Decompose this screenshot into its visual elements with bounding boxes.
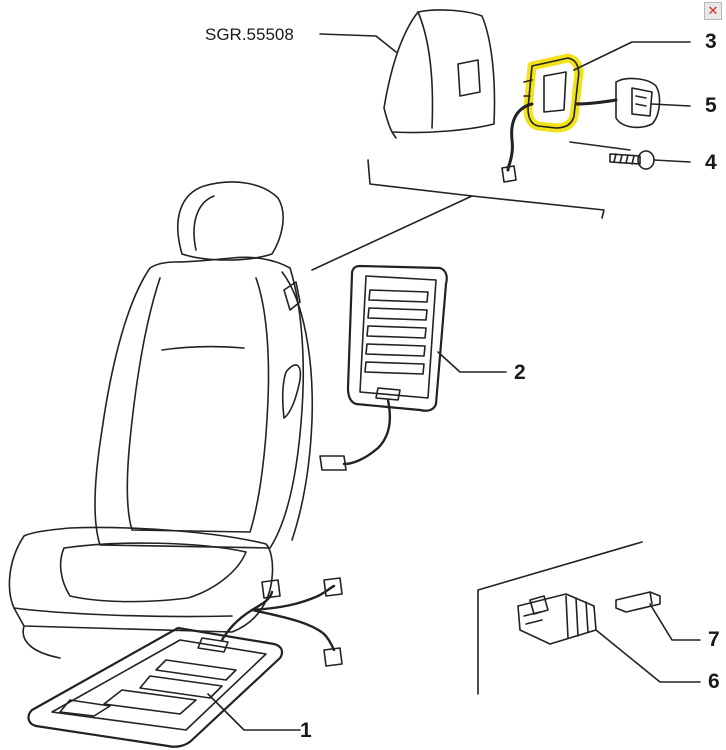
guide-line-c bbox=[569, 141, 631, 151]
callout-3[interactable]: 3 bbox=[705, 30, 717, 53]
part-5-face bbox=[631, 87, 653, 117]
part-3-face bbox=[543, 71, 567, 113]
seat-backrest-panel bbox=[126, 277, 270, 533]
harness-connector-c bbox=[323, 647, 343, 667]
seat-side-slot bbox=[281, 364, 302, 419]
callout-2[interactable]: 2 bbox=[514, 361, 526, 384]
part-1-heating-pad[interactable] bbox=[27, 626, 284, 748]
shell-window bbox=[457, 59, 481, 97]
wire-part-2-connector bbox=[319, 455, 347, 471]
part-5-grip bbox=[635, 95, 647, 107]
part-3-highlight bbox=[523, 53, 584, 133]
seat-backrest-seam bbox=[161, 345, 245, 351]
seat-side-handle bbox=[283, 281, 301, 311]
seat-cushion-front bbox=[13, 607, 233, 618]
callout-7[interactable]: 7 bbox=[708, 628, 720, 651]
leader-6 bbox=[595, 629, 701, 683]
seat-backrest bbox=[94, 256, 305, 549]
part-2-elements bbox=[364, 289, 429, 375]
harness-connector-b bbox=[323, 577, 343, 597]
leader-4 bbox=[653, 159, 691, 163]
part-5-body bbox=[615, 77, 661, 129]
part-6-connector[interactable] bbox=[517, 593, 597, 645]
wire-part-3 bbox=[506, 102, 534, 172]
guide-line-a bbox=[367, 159, 605, 219]
leader-code bbox=[319, 33, 397, 53]
part-3-switch-frame[interactable] bbox=[523, 53, 584, 133]
part-6-ribs bbox=[565, 595, 589, 639]
wire-part-3-connector bbox=[501, 165, 517, 183]
part-code-label: SGR.55508 bbox=[205, 25, 294, 44]
part-1-inner bbox=[51, 639, 267, 731]
part-2-heating-pad[interactable] bbox=[346, 264, 448, 412]
callout-6[interactable]: 6 bbox=[708, 670, 720, 693]
part-4-screw[interactable] bbox=[609, 150, 655, 170]
guide-line-b bbox=[311, 195, 473, 271]
seat-headrest-detail bbox=[193, 195, 215, 251]
part-4-thread bbox=[613, 153, 635, 165]
seat-headrest bbox=[177, 181, 284, 261]
part-7-terminal[interactable] bbox=[615, 591, 661, 613]
part-2-terminal bbox=[375, 387, 401, 401]
shell-seam bbox=[391, 131, 397, 139]
part-3-clip bbox=[523, 79, 533, 97]
part-1-outline bbox=[27, 626, 284, 748]
part-6-latch bbox=[529, 595, 549, 615]
part-2-outline bbox=[346, 264, 448, 412]
seat-side-bolster bbox=[281, 271, 314, 541]
callout-1[interactable]: 1 bbox=[300, 719, 312, 742]
part-5-switch-knob[interactable] bbox=[615, 77, 661, 129]
part-7-crimp bbox=[649, 591, 653, 605]
part-3-body bbox=[527, 57, 580, 129]
seat bbox=[8, 181, 314, 659]
leader-7 bbox=[649, 603, 701, 641]
callout-5[interactable]: 5 bbox=[705, 94, 717, 117]
wire-part-5 bbox=[574, 98, 618, 106]
seat-cushion-panel bbox=[59, 542, 247, 603]
close-icon: ✕ bbox=[707, 3, 719, 19]
harness-connector-a bbox=[261, 579, 281, 599]
part-4-shank bbox=[609, 153, 641, 165]
shell-ridge bbox=[417, 11, 434, 129]
part-1-elements bbox=[59, 659, 237, 717]
close-button[interactable]: ✕ bbox=[704, 2, 722, 20]
seat-cushion-base bbox=[22, 625, 61, 659]
callout-4[interactable]: 4 bbox=[705, 151, 717, 174]
wire-part-2 bbox=[342, 398, 392, 466]
inset-frame bbox=[477, 541, 643, 695]
part-6-slots bbox=[523, 611, 543, 625]
leader-5 bbox=[651, 103, 691, 107]
leader-2 bbox=[437, 351, 507, 373]
leader-3 bbox=[573, 41, 691, 71]
part-1-terminal bbox=[197, 637, 229, 653]
part-2-inner bbox=[359, 275, 437, 399]
backrest-shell bbox=[383, 9, 496, 139]
leader-1 bbox=[207, 693, 301, 731]
